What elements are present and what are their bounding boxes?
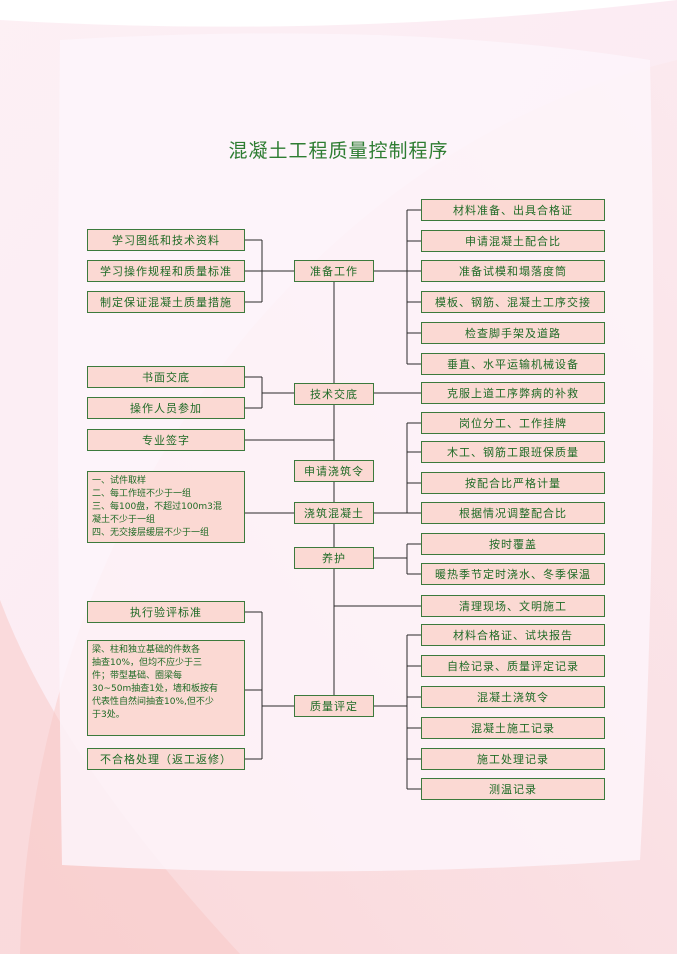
eval-sampling-notes: 梁、柱和独立基础的件数各 抽查10%，但均不应少于三 件；带型基础、圈梁每 30… — [87, 640, 245, 736]
right-prep-mix-ratio: 申请混凝土配合比 — [421, 230, 605, 252]
chart-title: 混凝土工程质量控制程序 — [228, 140, 449, 162]
eval-note-line: 抽查10%，但均不应少于三 — [92, 658, 203, 668]
right-rec-construction: 混凝土施工记录 — [421, 717, 605, 739]
left-prep-drawings: 学习图纸和技术资料 — [87, 229, 245, 251]
right-cure-cover: 按时覆盖 — [421, 533, 605, 555]
right-rec-handling: 施工处理记录 — [421, 748, 605, 770]
left-tech-operators: 操作人员参加 — [87, 397, 245, 419]
right-rec-pour-order: 混凝土浇筑令 — [421, 686, 605, 708]
right-rec-certificates: 材料合格证、试块报告 — [421, 624, 605, 646]
pour-note-line: 凝土不少于一组 — [92, 515, 156, 525]
right-prep-handover: 模板、钢筋、混凝土工序交接 — [421, 291, 605, 313]
step-prepare: 准备工作 — [294, 260, 374, 282]
right-pour-adjust: 根据情况调整配合比 — [421, 502, 605, 524]
step-quality-evaluation: 质量评定 — [294, 695, 374, 717]
right-cure-water: 暖热季节定时浇水、冬季保温 — [421, 563, 605, 585]
right-pour-supervision: 木工、钢筋工跟班保质量 — [421, 441, 605, 463]
right-tech-remedy: 克服上道工序弊病的补救 — [421, 382, 605, 404]
right-rec-self-check: 自检记录、质量评定记录 — [421, 655, 605, 677]
pour-sampling-notes: 一、试件取样 二、每工作班不少于一组 三、每100盘，不超过100m3混 凝土不… — [87, 471, 245, 543]
step-pour-concrete: 浇筑混凝土 — [294, 502, 374, 524]
right-pour-roles: 岗位分工、工作挂牌 — [421, 412, 605, 434]
pour-note-line: 一、试件取样 — [92, 476, 147, 486]
right-rec-temperature: 测温记录 — [421, 778, 605, 800]
right-prep-transport: 垂直、水平运输机械设备 — [421, 353, 605, 375]
left-prep-standards: 学习操作规程和质量标准 — [87, 260, 245, 282]
left-prep-measures: 制定保证混凝土质量措施 — [87, 291, 245, 313]
pour-note-line: 三、每100盘，不超过100m3混 — [92, 502, 222, 512]
right-prep-test-molds: 准备试模和塌落度筒 — [421, 260, 605, 282]
left-rework: 不合格处理（返工返修） — [87, 748, 245, 770]
eval-note-line: 梁、柱和独立基础的件数各 — [92, 645, 201, 655]
step-technical-briefing: 技术交底 — [294, 383, 374, 405]
right-prep-materials: 材料准备、出具合格证 — [421, 199, 605, 221]
right-clean-site: 清理现场、文明施工 — [421, 595, 605, 617]
left-professional-sign: 专业签字 — [87, 429, 245, 451]
eval-note-line: 于3处。 — [92, 710, 125, 720]
pour-note-line: 四、无交接层缓层不少于一组 — [92, 528, 210, 538]
eval-note-line: 代表性自然间抽查10%,但不少 — [92, 697, 214, 707]
step-curing: 养护 — [294, 547, 374, 569]
left-tech-written: 书面交底 — [87, 366, 245, 388]
left-eval-standard: 执行验评标准 — [87, 601, 245, 623]
step-apply-pour-order: 申请浇筑令 — [294, 460, 374, 482]
right-prep-scaffold: 检查脚手架及道路 — [421, 322, 605, 344]
pour-note-line: 二、每工作班不少于一组 — [92, 489, 192, 499]
right-pour-metering: 按配合比严格计量 — [421, 472, 605, 494]
eval-note-line: 30~50m抽查1处，墙和板按有 — [92, 684, 218, 694]
eval-note-line: 件；带型基础、圈梁每 — [92, 671, 183, 681]
